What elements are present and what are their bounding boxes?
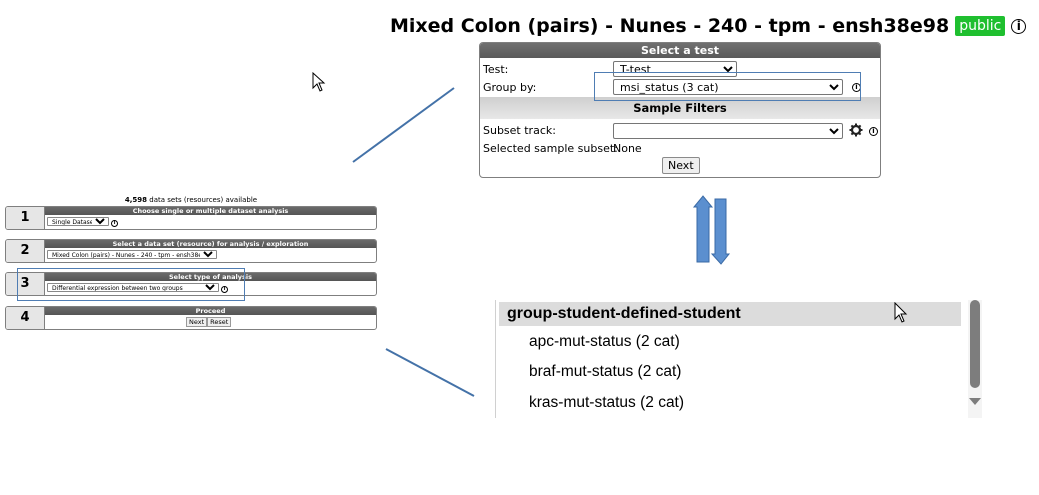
dataset-select[interactable]: Mixed Colon (pairs) - Nunes - 240 - tpm … bbox=[47, 250, 217, 259]
test-select[interactable]: T-test bbox=[613, 61, 737, 77]
groupby-select[interactable]: msi_status (3 cat) bbox=[613, 79, 843, 95]
step-number: 2 bbox=[6, 240, 45, 262]
proceed-next-button[interactable]: Next bbox=[186, 317, 208, 327]
public-badge: public bbox=[955, 16, 1006, 36]
sample-filters-header: Sample Filters bbox=[480, 97, 880, 119]
datasets-available-text: data sets (resources) available bbox=[149, 196, 258, 204]
dropdown-item[interactable]: braf-mut-status (2 cat) bbox=[529, 363, 682, 380]
subset-track-label: Subset track: bbox=[483, 124, 556, 137]
groupby-label: Group by: bbox=[483, 81, 537, 94]
analysis-mode-select[interactable]: Single Dataset bbox=[47, 217, 109, 226]
mouse-cursor-icon bbox=[312, 72, 326, 92]
groupby-highlight-box bbox=[594, 72, 861, 101]
step-number: 4 bbox=[6, 307, 45, 329]
subset-info-icon[interactable]: i bbox=[869, 127, 878, 136]
step-header: Proceed bbox=[45, 307, 376, 315]
gear-icon[interactable] bbox=[849, 123, 863, 137]
dataset-title: Mixed Colon (pairs) - Nunes - 240 - tpm … bbox=[390, 15, 1027, 37]
dropdown-item[interactable]: apc-mut-status (2 cat) bbox=[529, 333, 680, 350]
step-number: 1 bbox=[6, 207, 45, 229]
groupby-dropdown-list: group-student-defined-student apc-mut-st… bbox=[495, 300, 988, 418]
up-down-arrows-icon bbox=[692, 195, 731, 265]
step3-info-icon[interactable]: i bbox=[221, 285, 229, 293]
analysis-steps-panel: 4,598 data sets (resources) available 1 … bbox=[5, 196, 377, 330]
analysis-type-select[interactable]: Differential expression between two grou… bbox=[47, 283, 219, 292]
datasets-available: 4,598 data sets (resources) available bbox=[5, 196, 377, 204]
next-button[interactable]: Next bbox=[662, 157, 700, 174]
datasets-count: 4,598 bbox=[124, 196, 148, 204]
step-header: Select type of analysis bbox=[45, 273, 376, 281]
step-number: 3 bbox=[6, 273, 45, 295]
selected-subset-value: None bbox=[613, 142, 642, 155]
step-body: Differential expression between two grou… bbox=[47, 283, 229, 293]
step-body: Single Dataset i bbox=[47, 217, 119, 227]
mouse-cursor-icon bbox=[894, 302, 908, 323]
arrow-to-dropdown bbox=[385, 348, 475, 397]
dropdown-item[interactable]: kras-mut-status (2 cat) bbox=[529, 394, 685, 411]
step-header: Choose single or multiple dataset analys… bbox=[45, 207, 376, 215]
selected-subset-label: Selected sample subset: bbox=[483, 142, 618, 155]
test-label: Test: bbox=[483, 63, 509, 76]
dataset-title-text: Mixed Colon (pairs) - Nunes - 240 - tpm … bbox=[390, 15, 950, 37]
dropdown-scrollbar[interactable] bbox=[968, 300, 982, 418]
subset-track-select[interactable] bbox=[613, 123, 843, 139]
step-3: 3 Select type of analysis Differential e… bbox=[5, 272, 377, 296]
step-1: 1 Choose single or multiple dataset anal… bbox=[5, 206, 377, 230]
select-test-panel: Select a test Test: T-test Group by: msi… bbox=[479, 42, 881, 178]
step-2: 2 Select a data set (resource) for analy… bbox=[5, 239, 377, 263]
proceed-reset-button[interactable]: Reset bbox=[207, 317, 232, 327]
scrollbar-thumb[interactable] bbox=[970, 300, 980, 388]
arrow-to-test-panel bbox=[352, 87, 455, 163]
analysis-type-highlight-box bbox=[17, 268, 245, 301]
step1-info-icon[interactable]: i bbox=[111, 219, 119, 227]
info-circle-icon[interactable]: i bbox=[1011, 18, 1027, 34]
dropdown-group-header: group-student-defined-student bbox=[499, 302, 961, 326]
step-header: Select a data set (resource) for analysi… bbox=[45, 240, 376, 248]
scroll-down-arrow-icon[interactable] bbox=[969, 398, 981, 405]
step-body: Mixed Colon (pairs) - Nunes - 240 - tpm … bbox=[47, 250, 217, 259]
select-test-header: Select a test bbox=[480, 43, 880, 58]
